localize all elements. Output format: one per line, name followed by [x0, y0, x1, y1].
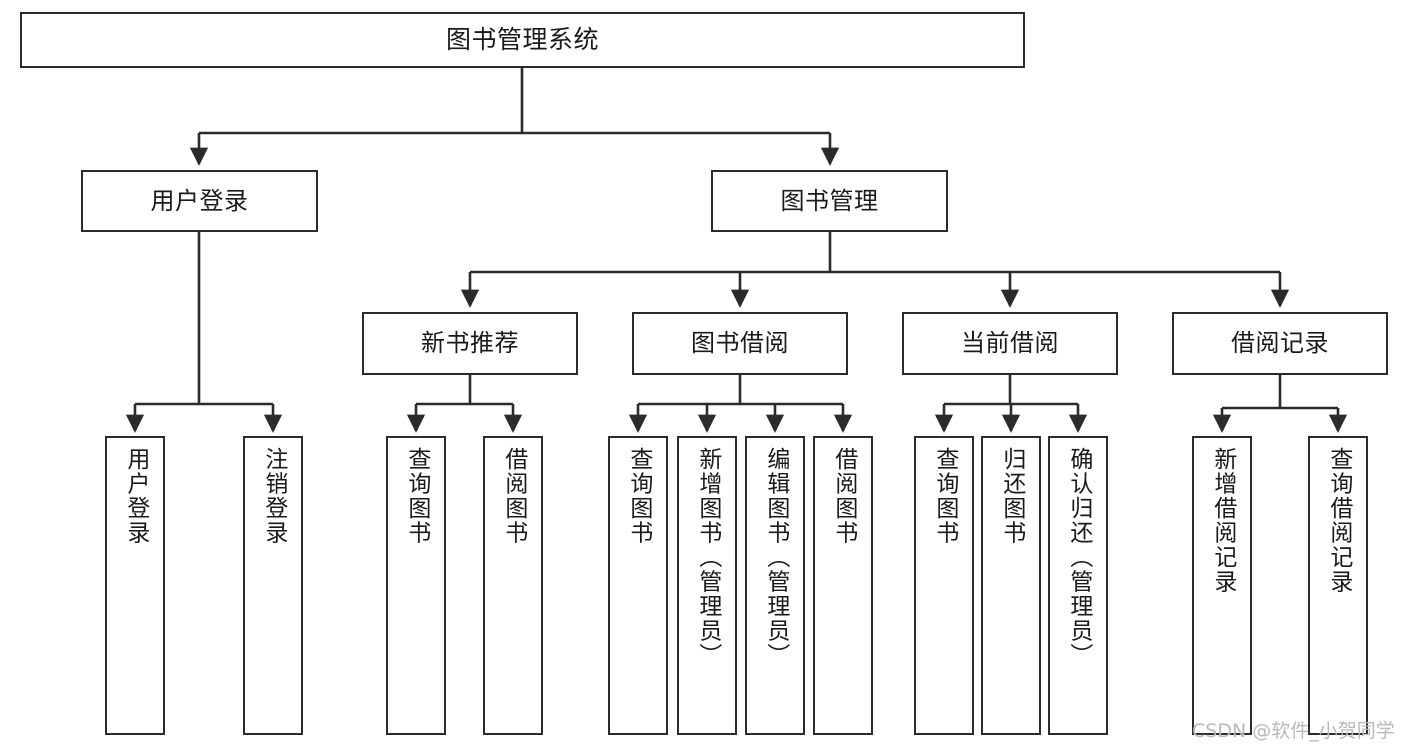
- leaf-query-book-3-label: 查询图书: [931, 447, 958, 545]
- leaf-borrow-book-1-label: 借阅图书: [500, 447, 527, 545]
- node-current-borrow[interactable]: 当前借阅: [902, 312, 1118, 375]
- leaf-borrow-book-2[interactable]: 借阅图书: [813, 436, 873, 735]
- leaf-add-book[interactable]: 新增图书（管理员）: [677, 436, 737, 735]
- leaf-query-book-2-label: 查询图书: [625, 447, 652, 545]
- node-book-borrow[interactable]: 图书借阅: [632, 312, 848, 375]
- node-book-borrow-label: 图书借阅: [691, 329, 789, 358]
- leaf-return-book-label: 归还图书: [998, 447, 1025, 545]
- node-new-book-recommend-label: 新书推荐: [421, 329, 519, 358]
- node-borrow-record[interactable]: 借阅记录: [1172, 312, 1388, 375]
- leaf-return-book[interactable]: 归还图书: [981, 436, 1041, 735]
- leaf-query-book-2[interactable]: 查询图书: [608, 436, 668, 735]
- node-borrow-record-label: 借阅记录: [1231, 329, 1329, 358]
- csdn-watermark: CSDN @软件_小贺同学: [1192, 720, 1395, 742]
- node-current-borrow-label: 当前借阅: [961, 329, 1059, 358]
- leaf-confirm-return[interactable]: 确认归还（管理员）: [1048, 436, 1108, 735]
- leaf-borrow-book-2-label: 借阅图书: [830, 447, 857, 545]
- leaf-query-record-label: 查询借阅记录: [1325, 447, 1352, 594]
- leaf-query-book-1-label: 查询图书: [403, 447, 430, 545]
- leaf-borrow-book-1[interactable]: 借阅图书: [483, 436, 543, 735]
- node-new-book-recommend[interactable]: 新书推荐: [362, 312, 578, 375]
- leaf-query-book-1[interactable]: 查询图书: [386, 436, 446, 735]
- leaf-add-record[interactable]: 新增借阅记录: [1192, 436, 1252, 735]
- leaf-logout-label: 注销登录: [260, 447, 287, 545]
- node-user-login[interactable]: 用户登录: [81, 170, 318, 232]
- leaf-query-record[interactable]: 查询借阅记录: [1308, 436, 1368, 735]
- leaf-confirm-return-label: 确认归还（管理员）: [1065, 447, 1092, 668]
- leaf-edit-book[interactable]: 编辑图书（管理员）: [745, 436, 805, 735]
- leaf-add-book-label: 新增图书（管理员）: [694, 447, 721, 668]
- node-book-manage-label: 图书管理: [780, 186, 879, 215]
- leaf-edit-book-label: 编辑图书（管理员）: [762, 447, 789, 668]
- leaf-logout[interactable]: 注销登录: [243, 436, 303, 735]
- node-root-label: 图书管理系统: [445, 25, 599, 55]
- leaf-query-book-3[interactable]: 查询图书: [914, 436, 974, 735]
- leaf-user-login-label: 用户登录: [122, 447, 149, 545]
- node-book-manage[interactable]: 图书管理: [711, 170, 948, 232]
- node-root[interactable]: 图书管理系统: [20, 12, 1025, 68]
- leaf-user-login[interactable]: 用户登录: [105, 436, 165, 735]
- leaf-add-record-label: 新增借阅记录: [1209, 447, 1236, 594]
- node-user-login-label: 用户登录: [150, 186, 249, 215]
